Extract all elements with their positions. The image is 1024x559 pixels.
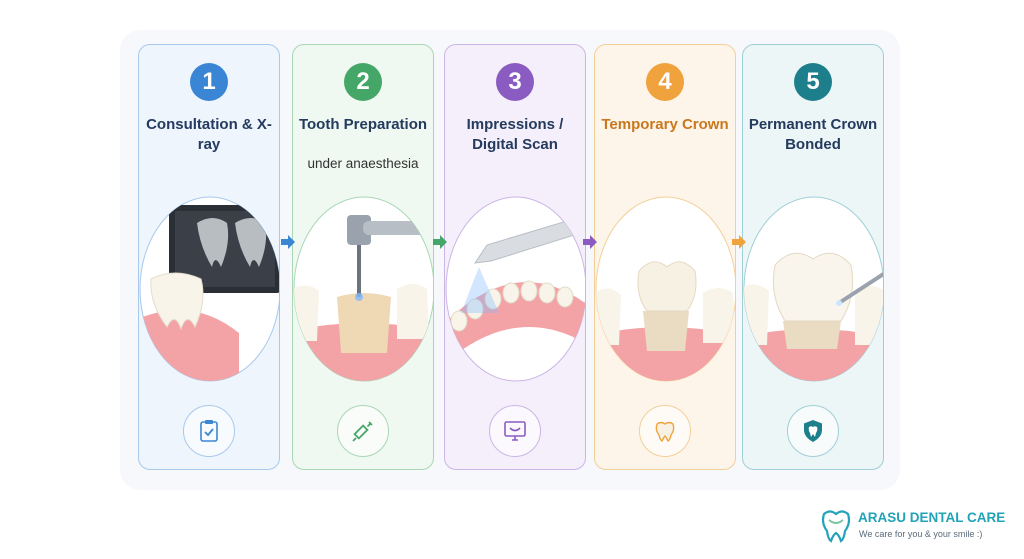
brand-logo: ARASU DENTAL CARE We care for you & your…	[820, 506, 1010, 550]
step-title: Tooth Preparation	[298, 116, 428, 133]
step-card-tooth-preparation: 2 Tooth Preparation under anaesthesia	[292, 44, 434, 470]
drill-scene	[293, 196, 433, 382]
temporary-crown-scene	[595, 196, 735, 382]
step-badge	[787, 405, 839, 457]
step-number: 3	[496, 63, 534, 101]
syringe-icon	[352, 421, 373, 442]
step-badge	[639, 405, 691, 457]
step-card-digital-scan: 3 Impressions / Digital Scan	[444, 44, 586, 470]
brand-tagline: We care for you & your smile :)	[859, 529, 983, 539]
step-badge	[183, 405, 235, 457]
step-title: Permanent Crown Bonded	[748, 116, 878, 153]
tooth-icon	[655, 421, 675, 442]
scan-scene	[445, 196, 585, 382]
step-badge	[337, 405, 389, 457]
step-title: Temporary Crown	[601, 116, 729, 133]
crown-bonding-scene	[743, 196, 883, 382]
step-card-temporary-crown: 4 Temporary Crown	[594, 44, 736, 470]
step-number: 4	[646, 63, 684, 101]
tooth-logo-icon	[821, 510, 851, 543]
arrow-right-icon	[583, 235, 597, 249]
scan-monitor-icon	[504, 421, 526, 441]
step-card-permanent-crown: 5 Permanent Crown Bonded	[742, 44, 884, 470]
arrow-right-icon	[732, 235, 746, 249]
shield-tooth-icon	[804, 420, 822, 442]
step-number: 1	[190, 63, 228, 101]
step-card-consultation: 1 Consultation & X-ray	[138, 44, 280, 470]
step-badge	[489, 405, 541, 457]
brand-name: ARASU DENTAL CARE	[858, 510, 1006, 525]
arrow-right-icon	[433, 235, 447, 249]
arrow-right-icon	[281, 235, 295, 249]
step-title: Impressions / Digital Scan	[466, 116, 564, 153]
step-title: Consultation & X-ray	[146, 116, 272, 153]
step-number: 5	[794, 63, 832, 101]
step-subtitle: under anaesthesia	[307, 156, 419, 171]
xray-scene	[139, 196, 279, 382]
clipboard-check-icon	[200, 420, 218, 442]
step-number: 2	[344, 63, 382, 101]
